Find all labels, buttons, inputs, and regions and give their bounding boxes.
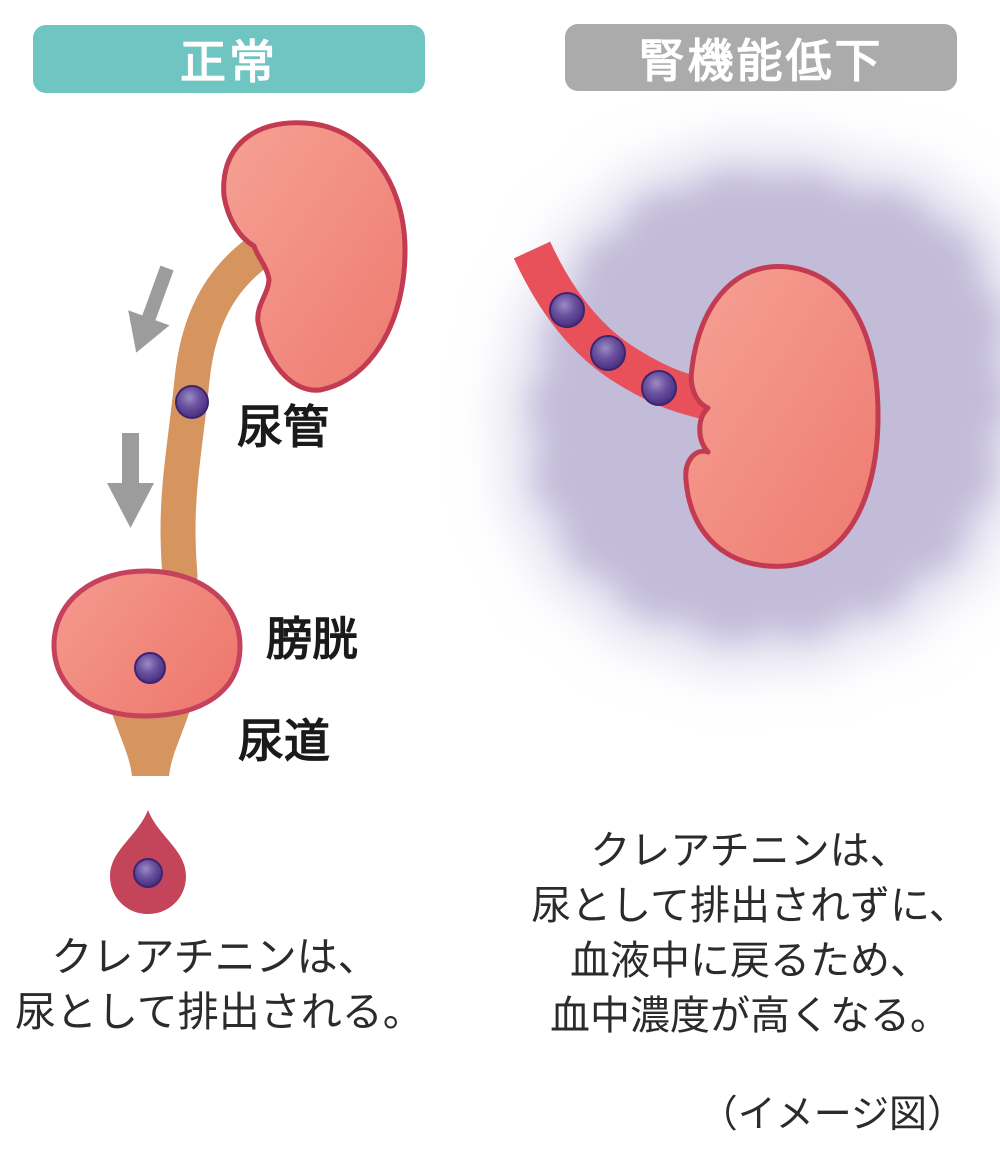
caption-line: 尿として排出される。	[15, 988, 424, 1036]
image-note: （イメージ図）	[699, 1092, 965, 1136]
bladder-shape	[51, 568, 243, 719]
caption-line: 尿として排出されずに、	[531, 883, 969, 929]
label-urethra: 尿道	[238, 714, 330, 768]
caption-line: クレアチニンは、	[590, 828, 910, 874]
normal-kidney-group	[51, 120, 408, 914]
caption-line: 血液中に戻るため、	[570, 938, 930, 984]
creatinine-particle	[641, 370, 677, 406]
caption-line: 血中濃度が高くなる。	[550, 993, 950, 1039]
down-arrow-icon	[107, 433, 154, 528]
creatinine-particle	[549, 292, 585, 328]
impaired-kidney-group	[503, 144, 1000, 669]
header-impaired: 腎機能低下	[565, 24, 957, 91]
label-ureter: 尿管	[237, 400, 329, 454]
creatinine-particle	[590, 335, 626, 371]
caption-impaired: クレアチニンは、 尿として排出されずに、 血液中に戻るため、 血中濃度が高くなる…	[500, 824, 1000, 1044]
down-arrow-icon	[128, 265, 174, 353]
header-normal: 正常	[33, 25, 425, 93]
caption-normal: クレアチニンは、 尿として排出される。	[15, 930, 424, 1040]
creatinine-particle	[133, 858, 163, 888]
right-kidney-shape	[683, 264, 881, 569]
left-kidney-shape	[221, 120, 408, 393]
label-bladder: 膀胱	[266, 612, 358, 666]
creatinine-particle	[175, 385, 209, 419]
ureter-tube	[160, 234, 276, 594]
creatinine-particle	[134, 652, 166, 684]
caption-line: クレアチニンは、	[51, 933, 379, 981]
